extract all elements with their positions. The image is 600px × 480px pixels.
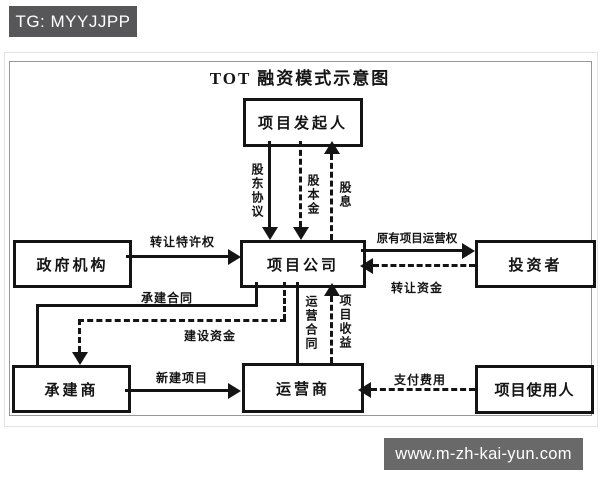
node-label: 项目公司 [266, 257, 339, 274]
image-outer-frame [4, 52, 598, 427]
edge-label: 股本金 [306, 174, 320, 216]
dashed-line-segment [78, 319, 286, 322]
arrow-up-icon [324, 141, 340, 154]
node-label: 运营商 [275, 381, 330, 398]
edge-label: 股息 [338, 181, 352, 209]
node-label: 项目使用人 [494, 383, 575, 399]
dashed-line-segment [299, 141, 302, 227]
arrow-down-icon [262, 227, 278, 240]
node-project-user: 项目使用人 [475, 365, 594, 414]
arrow-left-icon [360, 258, 373, 274]
node-label: 政府机构 [36, 257, 109, 274]
node-contractor: 承建商 [12, 365, 131, 413]
arrow-left-icon [358, 382, 371, 398]
node-operator: 运营商 [242, 363, 364, 413]
arrow-right-icon [462, 243, 475, 259]
dashed-line-segment [330, 154, 333, 240]
line-segment [126, 255, 229, 258]
telegram-badge: TG: MYYJJPP [9, 6, 137, 37]
edge-label: 转让特许权 [149, 235, 215, 249]
node-project-company: 项目公司 [240, 240, 366, 288]
line-segment [36, 304, 39, 365]
node-label: 投资者 [508, 257, 563, 274]
edge-label: 建设资金 [183, 329, 236, 343]
dashed-line-segment [283, 282, 286, 320]
edge-label: 转让资金 [390, 281, 443, 295]
line-segment [296, 282, 299, 363]
arrow-down-icon [293, 227, 309, 240]
edge-label: 承建合同 [140, 291, 193, 305]
edge-label: 运营合同 [304, 295, 318, 351]
line-segment [361, 249, 463, 252]
node-investor: 投资者 [475, 240, 596, 288]
node-label: 项目发起人 [257, 116, 348, 132]
node-label: 承建商 [44, 382, 99, 399]
dashed-line-segment [330, 296, 333, 363]
arrow-down-icon [72, 352, 88, 365]
dashed-line-segment [78, 319, 81, 352]
edge-label: 支付费用 [393, 373, 446, 387]
website-watermark: www.m-zh-kai-yun.com [384, 438, 583, 470]
edge-label: 原有项目运营权 [376, 233, 458, 245]
node-project-initiator: 项目发起人 [243, 98, 363, 147]
edge-label: 股东协议 [250, 163, 264, 219]
edge-label: 新建项目 [155, 371, 208, 385]
arrow-up-icon [324, 283, 340, 296]
website-watermark-text: www.m-zh-kai-yun.com [395, 444, 572, 463]
node-government-agency: 政府机构 [13, 240, 132, 288]
line-segment [255, 282, 258, 307]
line-segment [268, 141, 271, 227]
telegram-badge-text: TG: MYYJJPP [15, 11, 131, 31]
dashed-line-segment [371, 388, 475, 391]
line-segment [36, 304, 258, 307]
line-segment [125, 389, 229, 392]
edge-label: 项目收益 [338, 294, 352, 350]
arrow-right-icon [228, 249, 241, 265]
arrow-right-icon [228, 383, 241, 399]
dashed-line-segment [373, 264, 475, 267]
diagram-title: TOT 融资模式示意图 [209, 69, 391, 88]
